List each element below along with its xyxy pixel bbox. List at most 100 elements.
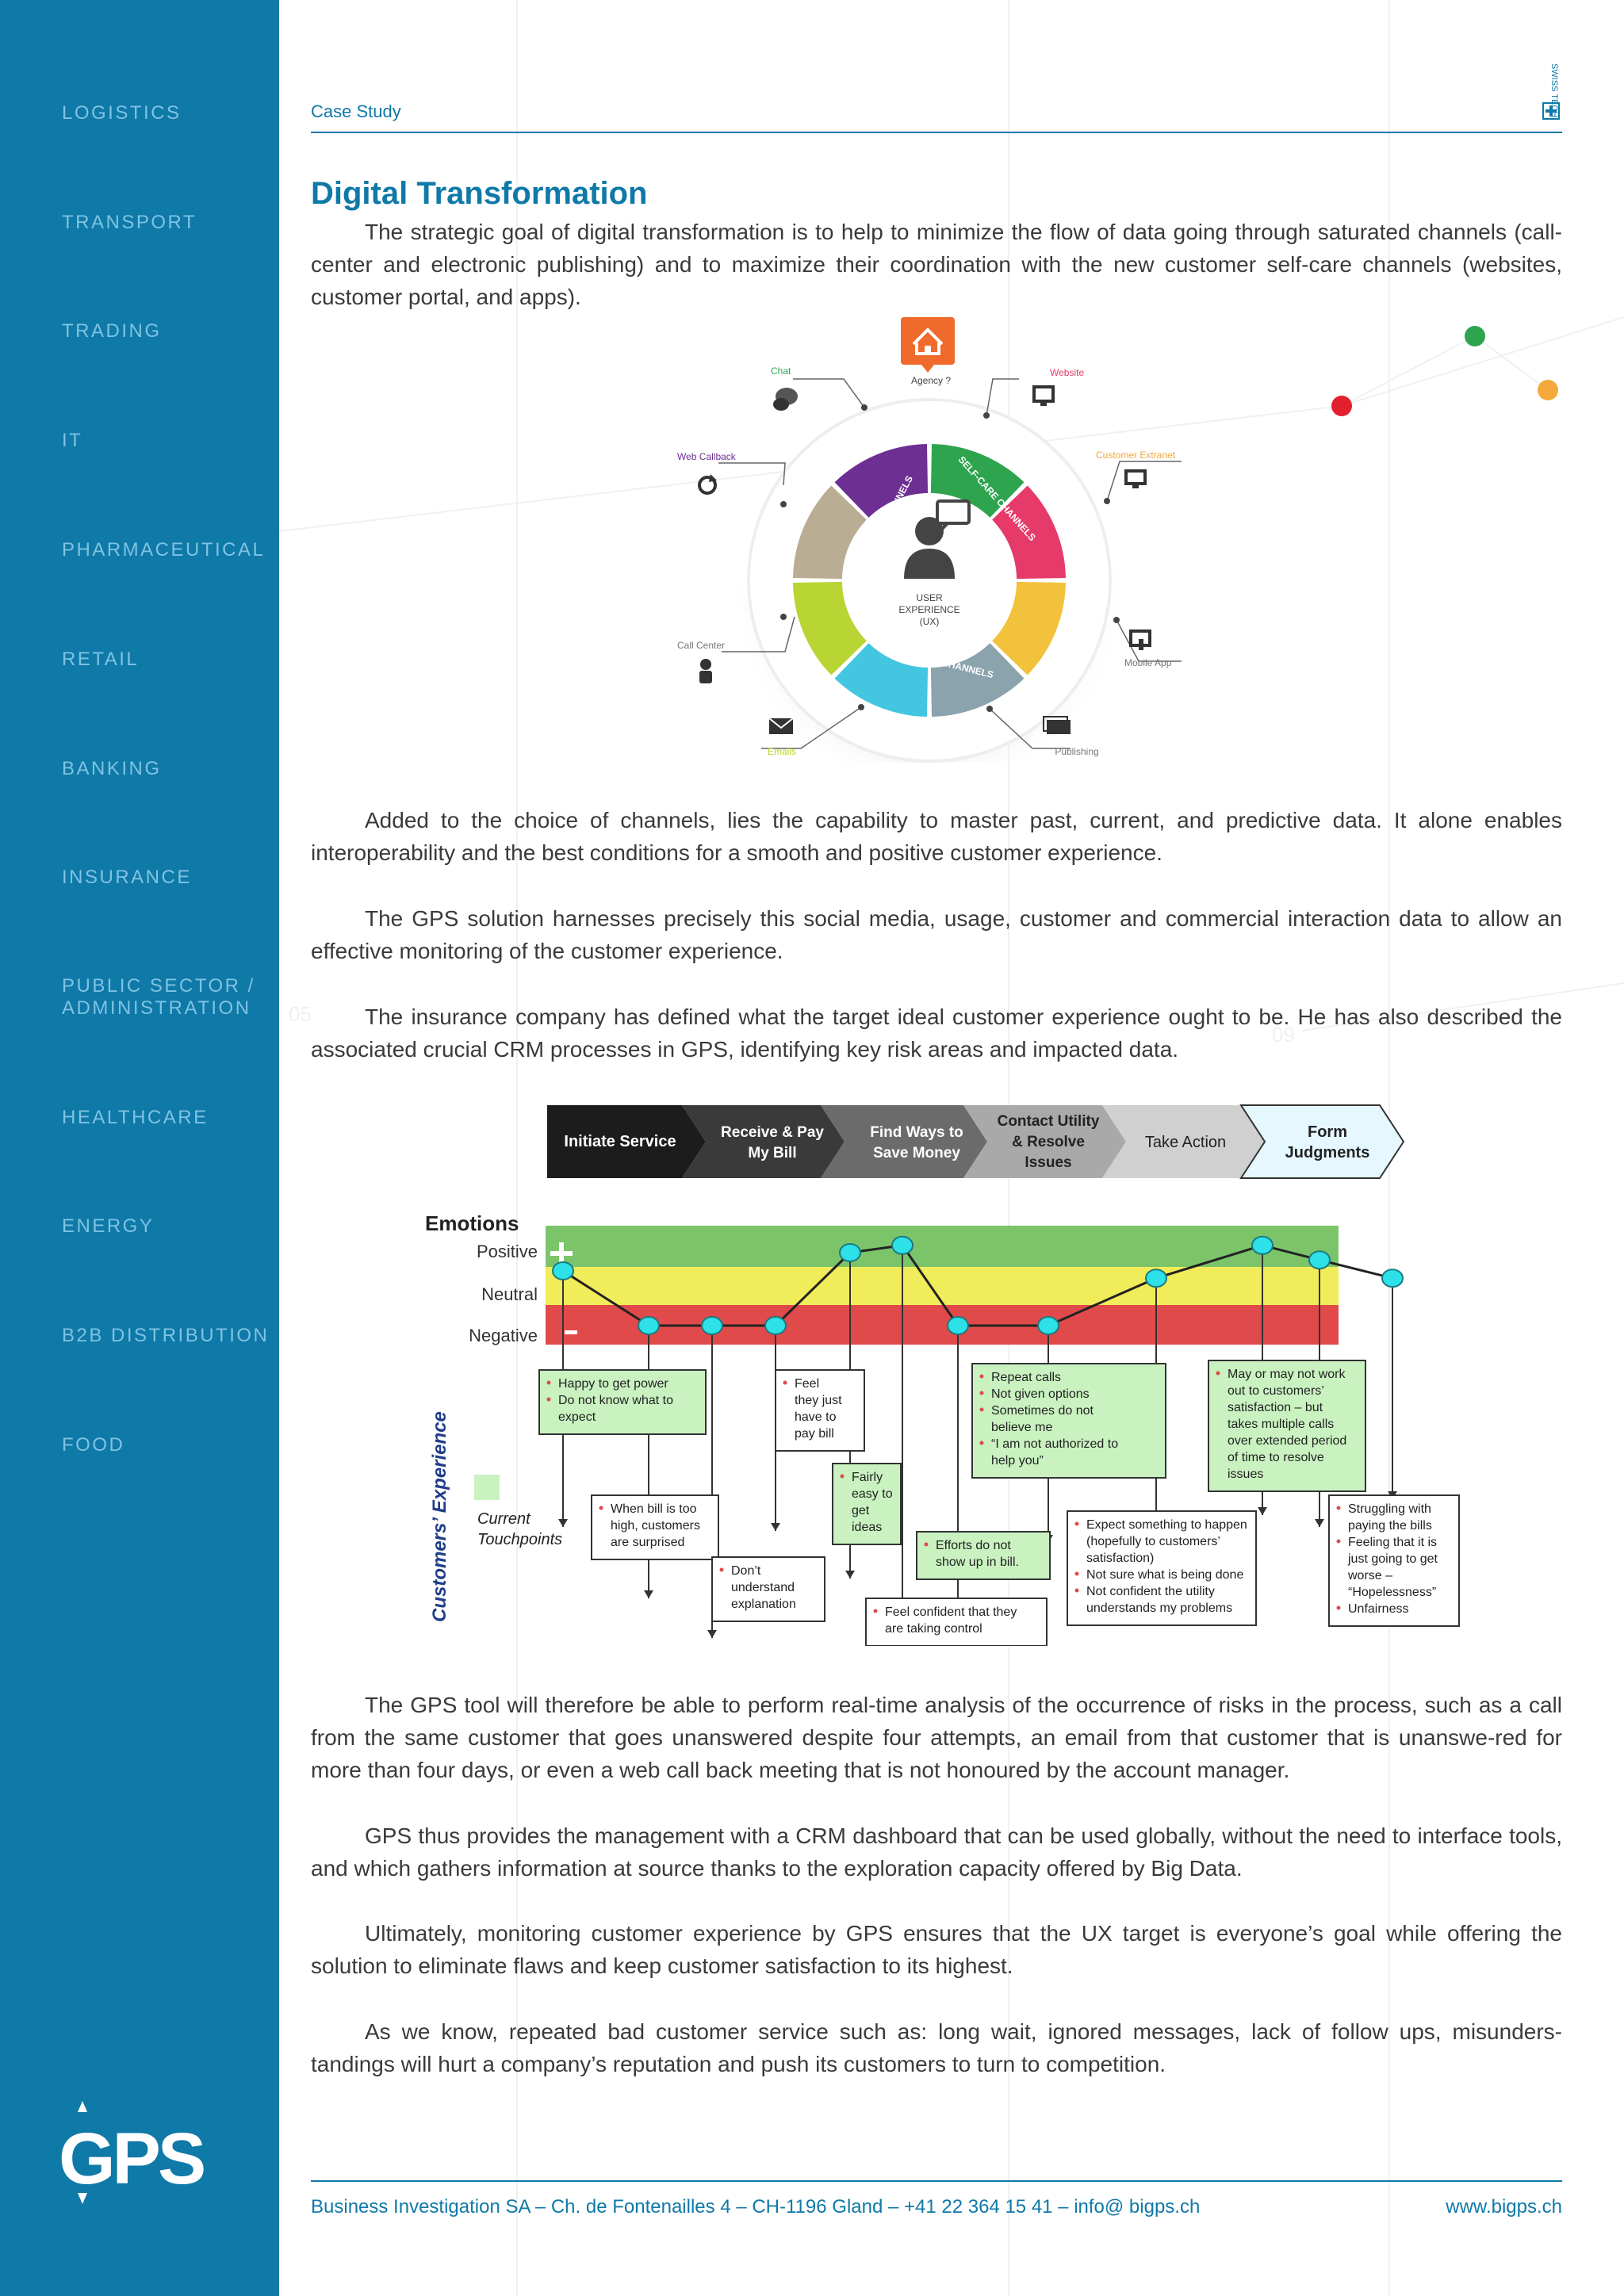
touchpoint-text: Not sure what is being done [1086,1568,1243,1582]
sidebar-item-food[interactable]: FOOD [62,1434,125,1456]
touchpoint-box [971,1363,1166,1479]
email-icon [768,718,794,734]
touchpoint-box [1067,1510,1257,1626]
stage-chevron [547,1105,706,1178]
sidebar-item-healthcare[interactable]: HEALTHCARE [62,1107,209,1128]
bullet [1336,1539,1341,1544]
bullet [1074,1521,1079,1526]
touchpoint-text: are taking control [885,1622,982,1636]
touchpoint-text: they just [795,1394,842,1407]
stage-chevron [821,1105,987,1178]
wheel-center-label: (UX) [920,616,940,627]
sidebar-item-pharmaceutical[interactable]: PHARMACEUTICAL [62,539,266,561]
arrow-down-icon [1258,1507,1267,1515]
publishing-icon [1043,716,1071,734]
emotion-point [947,1316,969,1335]
legend-swatch [474,1475,500,1500]
decor-dot-orange [1538,380,1558,400]
sidebar-item-banking[interactable]: BANKING [62,758,162,779]
arrow-down-icon [707,1630,717,1638]
bullet [546,1397,551,1402]
logo-arrow-up-icon [78,2101,87,2112]
stage-label: Contact Utility [998,1113,1100,1130]
footer-website-link[interactable]: www.bigps.ch [1446,2196,1562,2218]
sidebar-item-b2b-distribution[interactable]: B2B DISTRIBUTION [62,1325,270,1346]
touchpoint-text: ideas [852,1521,882,1534]
touchpoint-box [1208,1360,1366,1492]
sidebar-item-it[interactable]: IT [62,430,83,451]
touchpoint-text: May or may not work [1228,1368,1346,1381]
wheel-segment [992,485,1066,580]
touchpoint-text: Not confident the utility [1086,1585,1215,1598]
footer-rule [311,2180,1562,2182]
emotion-point [1251,1235,1274,1255]
channel-mobile-app-label: Mobile App [1124,657,1172,668]
sidebar-item-logistics[interactable]: LOGISTICS [62,102,182,124]
touchpoint-box [591,1494,719,1560]
touchpoint-box [1328,1494,1460,1627]
emotions-label: Emotions [425,1211,519,1235]
legend-label: Current [477,1510,531,1528]
channel-chat-label: Chat [771,365,791,377]
sidebar-item-transport[interactable]: TRANSPORT [62,212,197,233]
band-neutral [546,1267,1339,1305]
sidebar: LOGISTICS TRANSPORT TRADING IT PHARMACEU… [0,0,279,2296]
touchpoint-text: takes multiple calls [1228,1418,1334,1431]
article-paragraph: Ultimately, monitoring customer experien… [311,1921,1562,1978]
sidebar-item-public-sector[interactable]: PUBLIC SECTOR / ADMINISTRATION [62,975,255,1020]
emotion-point [1145,1269,1167,1288]
touchpoint-text: easy to [852,1487,893,1501]
article-paragraph: As we know, repeated bad customer servic… [311,2019,1562,2076]
stage-label: & Resolve [1012,1134,1085,1150]
touchpoint-box [775,1369,865,1452]
sidebar-item-energy[interactable]: ENERGY [62,1215,155,1237]
bullet [1336,1605,1341,1610]
touchpoint-text: high, customers [611,1519,700,1533]
channel-website-label: Website [1050,367,1084,378]
stage-label: Find Ways to [870,1124,963,1141]
logo-text: GPS [59,2118,204,2199]
touchpoint-text: Repeat calls [991,1371,1061,1384]
bullet [979,1407,984,1412]
stage-label: Save Money [873,1145,960,1161]
emotion-point [1381,1269,1404,1288]
article-paragraph: GPS thus provides the management with a … [311,1823,1562,1881]
agency-icon [901,317,955,365]
stage-label: Initiate Service [564,1133,676,1150]
bullet [979,1391,984,1395]
channel-web-callback-label: Web Callback [677,451,737,462]
touchpoint-text: satisfaction – but [1228,1401,1323,1414]
user-chat-icon [904,499,971,579]
plus-icon [550,1242,573,1265]
touchpoint-text: understands my problems [1086,1601,1232,1615]
article-paragraph: The GPS solution harnesses precisely thi… [311,906,1562,963]
channel-call-center-label: Call Center [677,640,725,651]
emotion-point [552,1261,574,1280]
monitor-icon [1124,469,1147,488]
touchpoint-text: explanation [731,1598,796,1611]
article-intro: The strategic goal of digital transforma… [311,220,1562,309]
channel-publishing-label: Publishing [1055,746,1098,757]
wheel-center-label: EXPERIENCE [898,604,959,615]
stage-label: Receive & Pay [721,1124,824,1141]
gps-logo: GPS [59,2101,207,2204]
sidebar-item-retail[interactable]: RETAIL [62,649,140,670]
emotion-point [1037,1316,1059,1335]
arrow-down-icon [1315,1519,1324,1527]
sidebar-item-insurance[interactable]: INSURANCE [62,867,192,888]
stage-chevron [682,1105,845,1178]
touchpoint-box [538,1369,707,1435]
emotion-point [701,1316,723,1335]
stage-chevron [963,1105,1126,1178]
sidebar-item-trading[interactable]: TRADING [62,320,162,342]
decor-number: 05 [289,1002,312,1026]
wheel-segment [992,581,1066,675]
touchpoint-text: help you” [991,1454,1044,1468]
touchpoint-text: just going to get [1347,1552,1438,1566]
touchpoint-text: pay bill [795,1427,834,1441]
touchpoint-text: show up in bill. [936,1556,1019,1569]
channel-extranet-label: Customer Extranet [1096,450,1176,461]
callback-icon [698,474,717,495]
stage-label: Take Action [1145,1134,1226,1151]
bullet [1074,1571,1079,1576]
